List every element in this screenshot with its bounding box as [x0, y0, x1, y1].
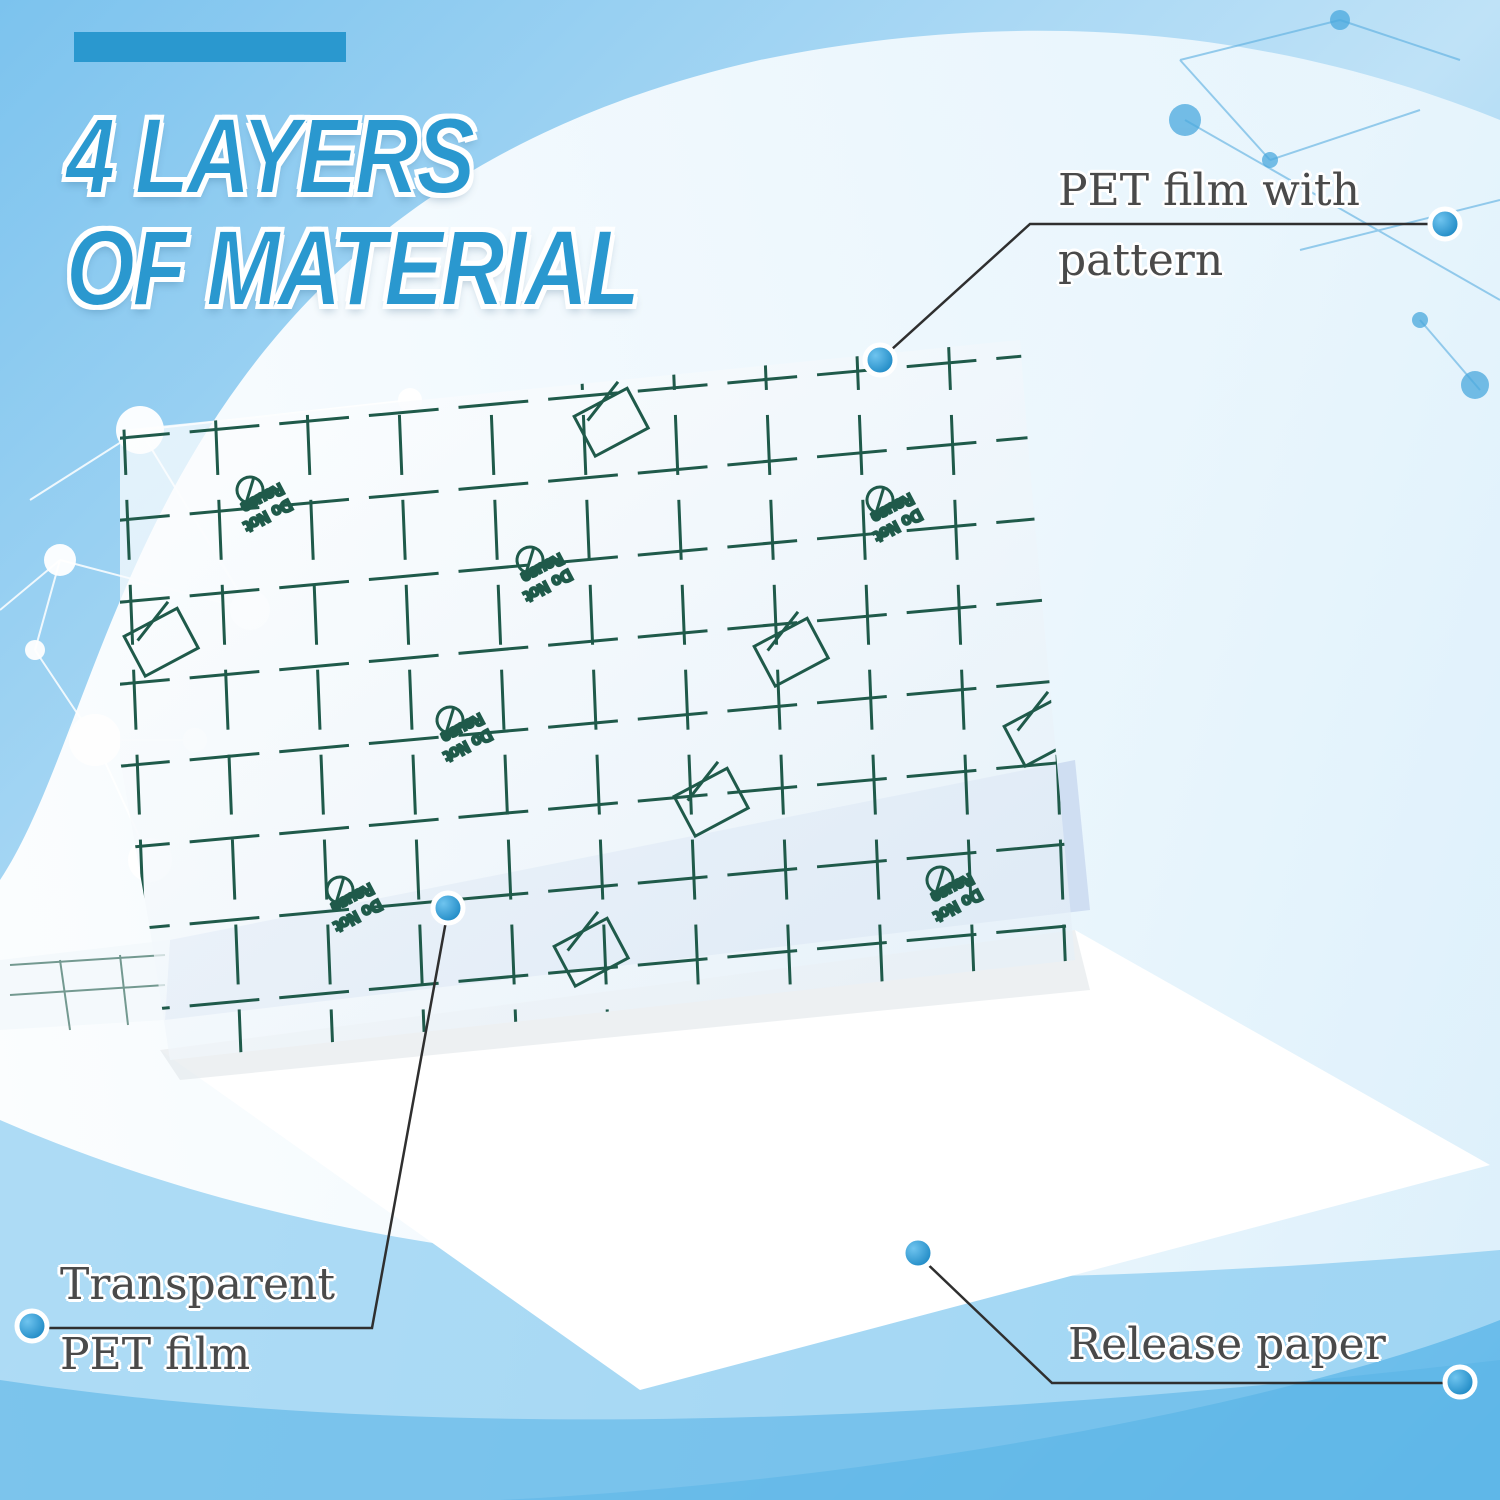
callout-lines	[30, 222, 1462, 1385]
film-grid-line	[486, 340, 520, 1060]
headline-line-1: 4 LAYERS	[65, 95, 476, 216]
film-grid-line	[120, 430, 1075, 524]
callout-dot-release	[900, 1235, 936, 1271]
peel-icon	[572, 380, 651, 459]
peel-icon	[672, 760, 751, 839]
accent-bar	[74, 32, 346, 62]
pet-film-with-pattern	[120, 340, 1075, 1060]
callout-label-release: Release paper	[1068, 1310, 1386, 1380]
peel-icon	[1002, 690, 1075, 769]
film-grid-line	[946, 340, 980, 1060]
film-grid-line	[120, 922, 1075, 1016]
callout-label-transparent: Transparent PET film	[60, 1250, 335, 1390]
film-grid-line	[120, 512, 1075, 606]
peel-icon	[122, 600, 201, 679]
callout-label-transparent-line-1: Transparent	[60, 1259, 336, 1310]
callout-dot-transparent	[430, 890, 466, 926]
film-grid-line	[302, 340, 336, 1060]
callout-end-release	[1442, 1364, 1478, 1400]
film-grid-line	[120, 840, 1075, 934]
film-grid-line	[670, 340, 704, 1060]
callout-dot-pet-pattern	[862, 342, 898, 378]
peel-icon	[752, 610, 831, 689]
peel-icon	[552, 910, 631, 989]
headline: 4 LAYERS OF MATERIAL	[65, 95, 641, 328]
callout-end-pet-pattern	[1427, 206, 1463, 242]
headline-line-2: OF MATERIAL	[65, 207, 641, 328]
film-grid-line	[394, 340, 428, 1060]
film-grid-line	[210, 340, 244, 1060]
film-grid-line	[120, 594, 1075, 688]
callout-label-pet-pattern-line-1: PET film with	[1058, 165, 1360, 216]
film-grid-line	[578, 340, 612, 1060]
callout-end-transparent	[14, 1308, 50, 1344]
callout-label-release-line-1: Release paper	[1068, 1319, 1386, 1370]
callout-label-pet-pattern: PET film with pattern	[1058, 156, 1360, 296]
callout-label-transparent-line-2: PET film	[60, 1329, 251, 1380]
callout-label-pet-pattern-line-2: pattern	[1058, 235, 1224, 286]
film-grid-line	[120, 758, 1075, 852]
film-grid-line	[120, 348, 1075, 442]
film-grid-line	[762, 340, 796, 1060]
film-grid-line	[854, 340, 888, 1060]
